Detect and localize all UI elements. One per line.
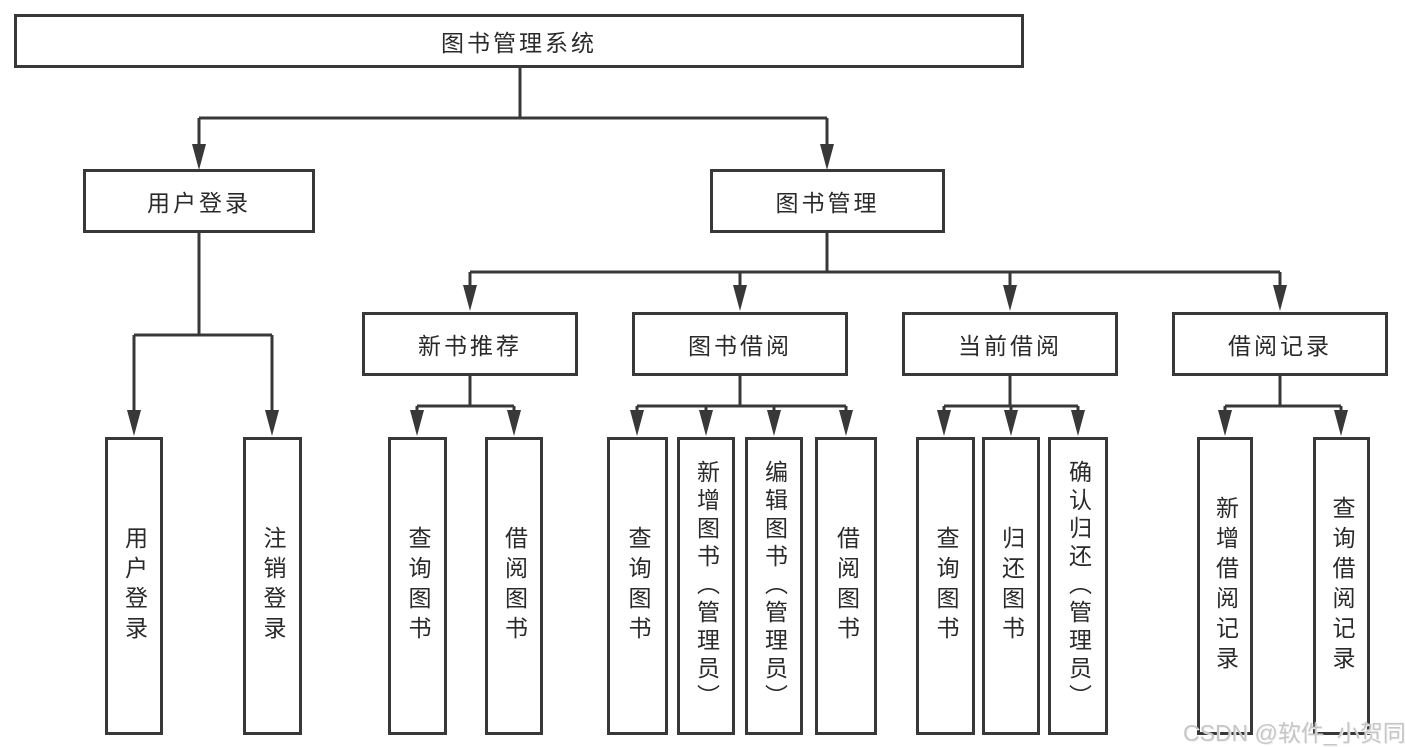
node-label: 图书管理 bbox=[775, 190, 880, 216]
leaf-user-login: 用户登录 bbox=[105, 437, 163, 735]
leaf-confirm-return-admin: 确认归还（管理员） bbox=[1048, 437, 1108, 735]
node-label: 查询借阅记录 bbox=[1329, 496, 1355, 676]
node-label: 查询图书 bbox=[933, 526, 959, 646]
node-label: 新书推荐 bbox=[418, 333, 522, 359]
node-label: 当前借阅 bbox=[958, 333, 1062, 359]
node-label: 查询图书 bbox=[405, 526, 431, 646]
node-new-book-recommend: 新书推荐 bbox=[362, 312, 578, 376]
leaf-logout: 注销登录 bbox=[243, 437, 302, 735]
node-label: 图书借阅 bbox=[688, 333, 792, 359]
leaf-query-books-3: 查询图书 bbox=[916, 437, 975, 735]
csdn-watermark: CSDN @软件_小贺同学 bbox=[1183, 720, 1405, 746]
leaf-add-book-admin: 新增图书（管理员） bbox=[677, 437, 735, 735]
node-book-management-branch: 图书管理 bbox=[710, 169, 945, 233]
leaf-query-books-1: 查询图书 bbox=[388, 437, 447, 735]
node-root-library-system: 图书管理系统 bbox=[14, 14, 1024, 68]
leaf-add-borrow-record: 新增借阅记录 bbox=[1197, 437, 1253, 735]
node-current-borrowing: 当前借阅 bbox=[902, 312, 1118, 376]
leaf-borrow-books-2: 借阅图书 bbox=[815, 437, 877, 735]
node-label: 新增图书（管理员） bbox=[693, 460, 720, 712]
node-label: 确认归还（管理员） bbox=[1065, 460, 1092, 712]
leaf-edit-book-admin: 编辑图书（管理员） bbox=[745, 437, 803, 735]
leaf-query-books-2: 查询图书 bbox=[607, 437, 668, 735]
leaf-query-borrow-record: 查询借阅记录 bbox=[1313, 437, 1370, 735]
arrowheads bbox=[127, 144, 1348, 436]
node-user-login-branch: 用户登录 bbox=[83, 169, 315, 233]
node-label: 用户登录 bbox=[121, 526, 148, 646]
node-label: 借阅图书 bbox=[501, 526, 528, 646]
node-label: 注销登录 bbox=[260, 526, 286, 646]
node-label: 图书管理系统 bbox=[441, 30, 597, 56]
leaf-borrow-books-1: 借阅图书 bbox=[485, 437, 543, 735]
node-label: 借阅图书 bbox=[833, 526, 860, 646]
node-label: 新增借阅记录 bbox=[1212, 496, 1239, 676]
node-label: 编辑图书（管理员） bbox=[761, 460, 788, 712]
leaf-return-books: 归还图书 bbox=[982, 437, 1040, 735]
node-book-borrowing: 图书借阅 bbox=[632, 312, 848, 376]
node-borrowing-records: 借阅记录 bbox=[1172, 312, 1388, 376]
node-label: 借阅记录 bbox=[1228, 333, 1332, 359]
node-label: 归还图书 bbox=[998, 526, 1025, 646]
node-label: 用户登录 bbox=[147, 190, 251, 216]
node-label: 查询图书 bbox=[625, 526, 651, 646]
